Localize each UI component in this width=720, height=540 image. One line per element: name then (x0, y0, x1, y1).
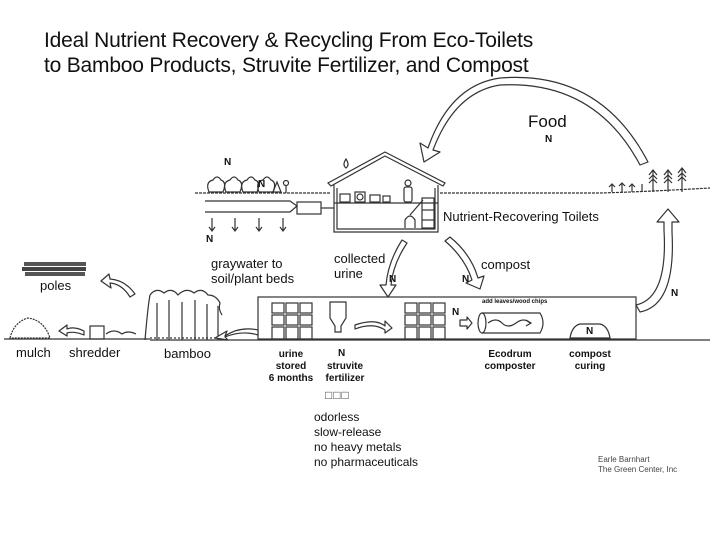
food-crops (608, 167, 687, 192)
compost-flow-label: compost (481, 257, 531, 272)
nutrient-label-food: N (545, 134, 553, 145)
add-leaves-label: add leaves/wood chips (482, 299, 548, 305)
struvite-property: no pharmaceuticals (314, 455, 419, 469)
nutrient-label-return: N (671, 288, 679, 299)
compost-curing-line-2: curing (574, 361, 606, 372)
struvite-reactor (329, 301, 347, 333)
bamboo-poles (22, 262, 86, 276)
nutrient-label-ecodrum-input: N (452, 307, 460, 318)
shredder-label: shredder (69, 345, 121, 360)
urine-stored-line-1: urine (278, 349, 304, 360)
water-drop-icon (343, 157, 349, 169)
struvite-property: no heavy metals (314, 440, 402, 454)
struvite-properties-list: odorless slow-release no heavy metals no… (314, 410, 418, 470)
ecodrum-composter (477, 312, 544, 334)
mulch-pile (9, 317, 51, 339)
process-arrow (354, 320, 393, 334)
nutrient-label-urine: N (389, 274, 397, 285)
nutrient-label-air: N (224, 157, 232, 168)
urine-storage-tanks (271, 302, 313, 340)
processing-facility (257, 296, 637, 340)
nutrient-label-plants: N (258, 179, 266, 190)
struvite-fertilizer-label: struvite fertilizer (322, 361, 368, 385)
bamboo-grove (144, 289, 223, 341)
urine-stored-line-2: stored (275, 361, 307, 372)
struvite-property: odorless (314, 410, 360, 424)
graywater-label-line-2: soil/plant beds (211, 271, 295, 286)
urine-stored-label: urine stored 6 months (265, 349, 317, 385)
graywater-system (205, 176, 334, 232)
ecodrum-line-1: Ecodrum (488, 349, 532, 360)
nutrient-label-soil: N (206, 234, 214, 245)
graywater-label: graywater to soil/plant beds (211, 256, 294, 286)
graywater-to-bamboo-arrow (214, 328, 259, 341)
compost-arrow (444, 236, 485, 290)
bamboo-label: bamboo (164, 346, 211, 361)
food-arrow (419, 76, 649, 166)
shredder-machine (89, 325, 105, 340)
title-line-2: to Bamboo Products, Struvite Fertilizer,… (44, 54, 529, 77)
credit: Earle Barnhart The Green Center, Inc (598, 455, 677, 475)
shredder-to-mulch-arrow (58, 324, 85, 337)
collected-urine-line-1: collected (334, 251, 386, 266)
mulch-label: mulch (16, 345, 51, 360)
urine-stored-line-3: 6 months (268, 373, 314, 384)
graywater-label-line-1: graywater to (211, 256, 283, 271)
nutrient-label-curing: N (586, 326, 594, 337)
urine-arrow (379, 239, 408, 298)
struvite-property: slow-release (314, 425, 382, 439)
collected-urine-line-2: urine (334, 266, 363, 281)
nutrient-recovering-toilets-label: Nutrient-Recovering Toilets (443, 209, 599, 224)
struvite-line-1: struvite (326, 361, 364, 372)
title-line-1: Ideal Nutrient Recovery & Recycling From… (44, 29, 534, 52)
credit-author: Earle Barnhart (598, 455, 650, 464)
poles-label: poles (40, 278, 72, 293)
ecodrum-label: Ecodrum composter (480, 349, 540, 373)
collected-urine-label: collected urine (334, 251, 385, 281)
compost-curing-line-1: compost (569, 349, 611, 360)
ecodrum-line-2: composter (484, 361, 536, 372)
struvite-line-2: fertilizer (325, 373, 365, 384)
credit-organization: The Green Center, Inc (598, 465, 678, 474)
solids-containers (404, 302, 446, 340)
toilet-building (327, 151, 446, 233)
nutrient-label-struvite: N (338, 348, 346, 359)
nutrient-label-compost: N (462, 274, 470, 285)
compost-to-crops-arrow (635, 208, 680, 313)
placeholder-glyphs: □□□ (325, 388, 350, 402)
bamboo-to-poles-arrow (100, 273, 136, 298)
compost-curing-pile (569, 323, 611, 339)
diagram-title: Ideal Nutrient Recovery & Recycling From… (44, 28, 533, 78)
compost-curing-label: compost curing (565, 349, 615, 373)
food-label: Food (528, 112, 567, 131)
